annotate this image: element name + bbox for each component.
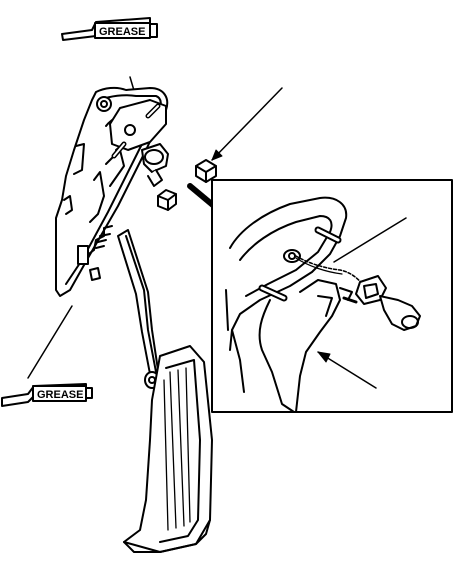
leader-line-detail-upper <box>333 217 407 263</box>
detail-view <box>225 196 421 413</box>
grease-tube-icon-bottom <box>1 383 93 407</box>
mounting-plate <box>109 99 167 159</box>
arrow-nut-upper <box>211 87 283 161</box>
grease-label-bottom: GREASE <box>37 389 83 401</box>
leader-line-grease-bottom <box>27 305 73 379</box>
arrow-nut-lower <box>187 183 217 209</box>
pivot-bushing <box>141 143 169 187</box>
return-spring <box>77 225 113 281</box>
grease-label-top: GREASE <box>99 26 145 38</box>
nut-lower <box>157 189 177 211</box>
pedal-pad <box>123 345 213 553</box>
grease-tube-icon-top <box>61 17 158 41</box>
nut-upper <box>195 159 217 183</box>
